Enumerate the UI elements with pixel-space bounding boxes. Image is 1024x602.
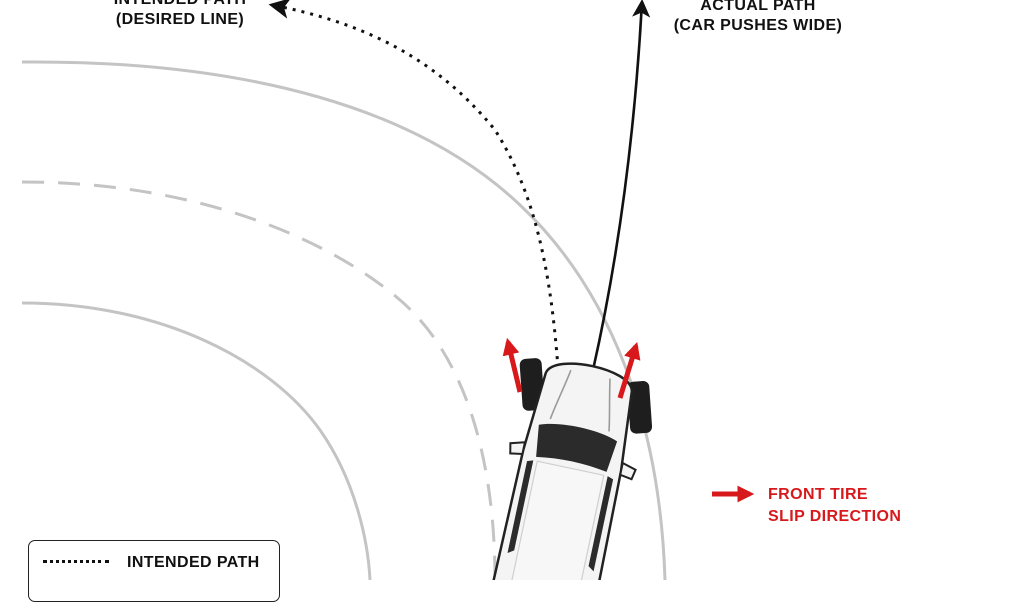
slip-direction-label: FRONT TIRE SLIP DIRECTION xyxy=(768,484,928,528)
slip-arrow-left xyxy=(502,337,523,393)
right-side-window xyxy=(588,476,614,572)
understeer-diagram xyxy=(21,0,755,580)
slip-direction-label-line1: FRONT TIRE xyxy=(768,486,868,503)
slip-arrow-right xyxy=(617,341,641,399)
intended-path-label-line2: (DESIRED LINE) xyxy=(115,11,245,28)
actual-path-label: ACTUAL PATH (CAR PUSHES WIDE) xyxy=(660,0,856,36)
legend-item-label: INTENDED PATH xyxy=(127,554,260,571)
road-inner-edge xyxy=(21,301,372,580)
legend: INTENDED PATH xyxy=(28,540,280,602)
legend-item-intended-path: INTENDED PATH xyxy=(43,552,260,574)
roof xyxy=(511,460,605,580)
intended-path-line xyxy=(268,0,560,369)
actual-path-label-line1: ACTUAL PATH xyxy=(700,0,816,14)
windshield xyxy=(536,423,618,472)
legend-dotted-swatch xyxy=(43,560,109,566)
road-center-line xyxy=(21,180,497,580)
intended-path-label-line1: INTENDED PATH xyxy=(96,0,264,10)
intended-path-label: INTENDED PATH (DESIRED LINE) xyxy=(96,0,264,30)
actual-path-label-line2: (CAR PUSHES WIDE) xyxy=(673,17,843,34)
left-mirror xyxy=(509,441,527,455)
left-side-window xyxy=(507,460,534,554)
hood-line-right xyxy=(608,378,611,432)
car xyxy=(490,358,653,580)
front-right-tire xyxy=(627,381,653,434)
hood-line-left xyxy=(549,369,572,420)
slip-direction-label-line2: SLIP DIRECTION xyxy=(768,508,902,525)
right-mirror xyxy=(619,461,637,481)
actual-path-line xyxy=(591,0,651,371)
